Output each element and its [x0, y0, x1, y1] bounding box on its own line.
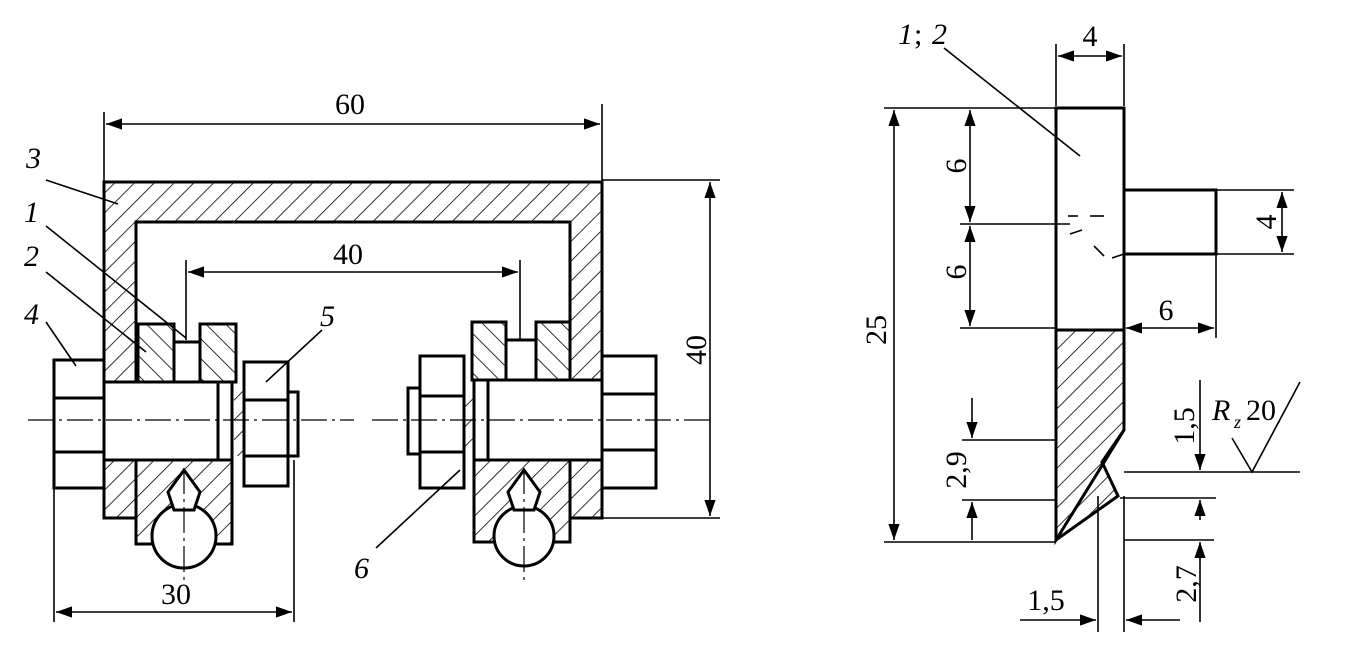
label-1: 1	[24, 196, 39, 229]
detail-label-part-2: 2	[932, 18, 947, 51]
roughness-subscript: z	[1233, 412, 1241, 432]
dim-6-lower: 6	[940, 265, 973, 280]
label-4: 4	[24, 298, 39, 331]
dim-6-right: 6	[1159, 294, 1174, 327]
clamp-2-right	[536, 322, 570, 380]
label-3: 3	[25, 142, 41, 175]
bolt-head-left	[52, 358, 106, 490]
bolt-head-right	[600, 354, 658, 490]
nut-6-right	[406, 354, 474, 490]
dim-25: 25	[860, 315, 893, 345]
clamp-1-left	[138, 324, 174, 382]
clamp-2-left	[200, 324, 236, 382]
frame-part-3	[104, 182, 602, 518]
dim-2-9: 2,9	[940, 451, 973, 489]
dim-1-5-bottom: 1,5	[1027, 584, 1065, 617]
dim-30: 30	[161, 578, 191, 611]
dim-1-5-right: 1,5	[1168, 407, 1201, 445]
detail-label-part-1: 1	[898, 18, 913, 51]
label-5: 5	[320, 300, 335, 333]
clamp-1-right	[472, 322, 506, 380]
detail-view: 4 25 6 6 4 6 2,9 1,5	[860, 18, 1301, 632]
label-6: 6	[354, 552, 369, 585]
dim-40-horizontal: 40	[333, 238, 363, 271]
detail-label-separator: ;	[914, 18, 922, 51]
axle-left	[102, 380, 234, 462]
detail-tenon	[1122, 188, 1218, 256]
dim-2-7: 2,7	[1170, 565, 1203, 603]
dim-4-top: 4	[1083, 20, 1098, 53]
roughness-R: R	[1211, 394, 1230, 427]
label-2: 2	[24, 240, 39, 273]
nut-5-left	[234, 360, 300, 488]
roughness-value: 20	[1246, 394, 1276, 427]
assembly-view: 60 40 40 30 3 1 2 4 5 6	[24, 88, 720, 622]
dim-40-vertical: 40	[680, 335, 713, 365]
dim-60: 60	[335, 88, 365, 121]
dim-6-upper: 6	[940, 159, 973, 174]
roughness-symbol: R z 20	[1211, 381, 1301, 474]
dim-4-right: 4	[1250, 215, 1283, 230]
detail-hatched-section	[1056, 330, 1124, 540]
